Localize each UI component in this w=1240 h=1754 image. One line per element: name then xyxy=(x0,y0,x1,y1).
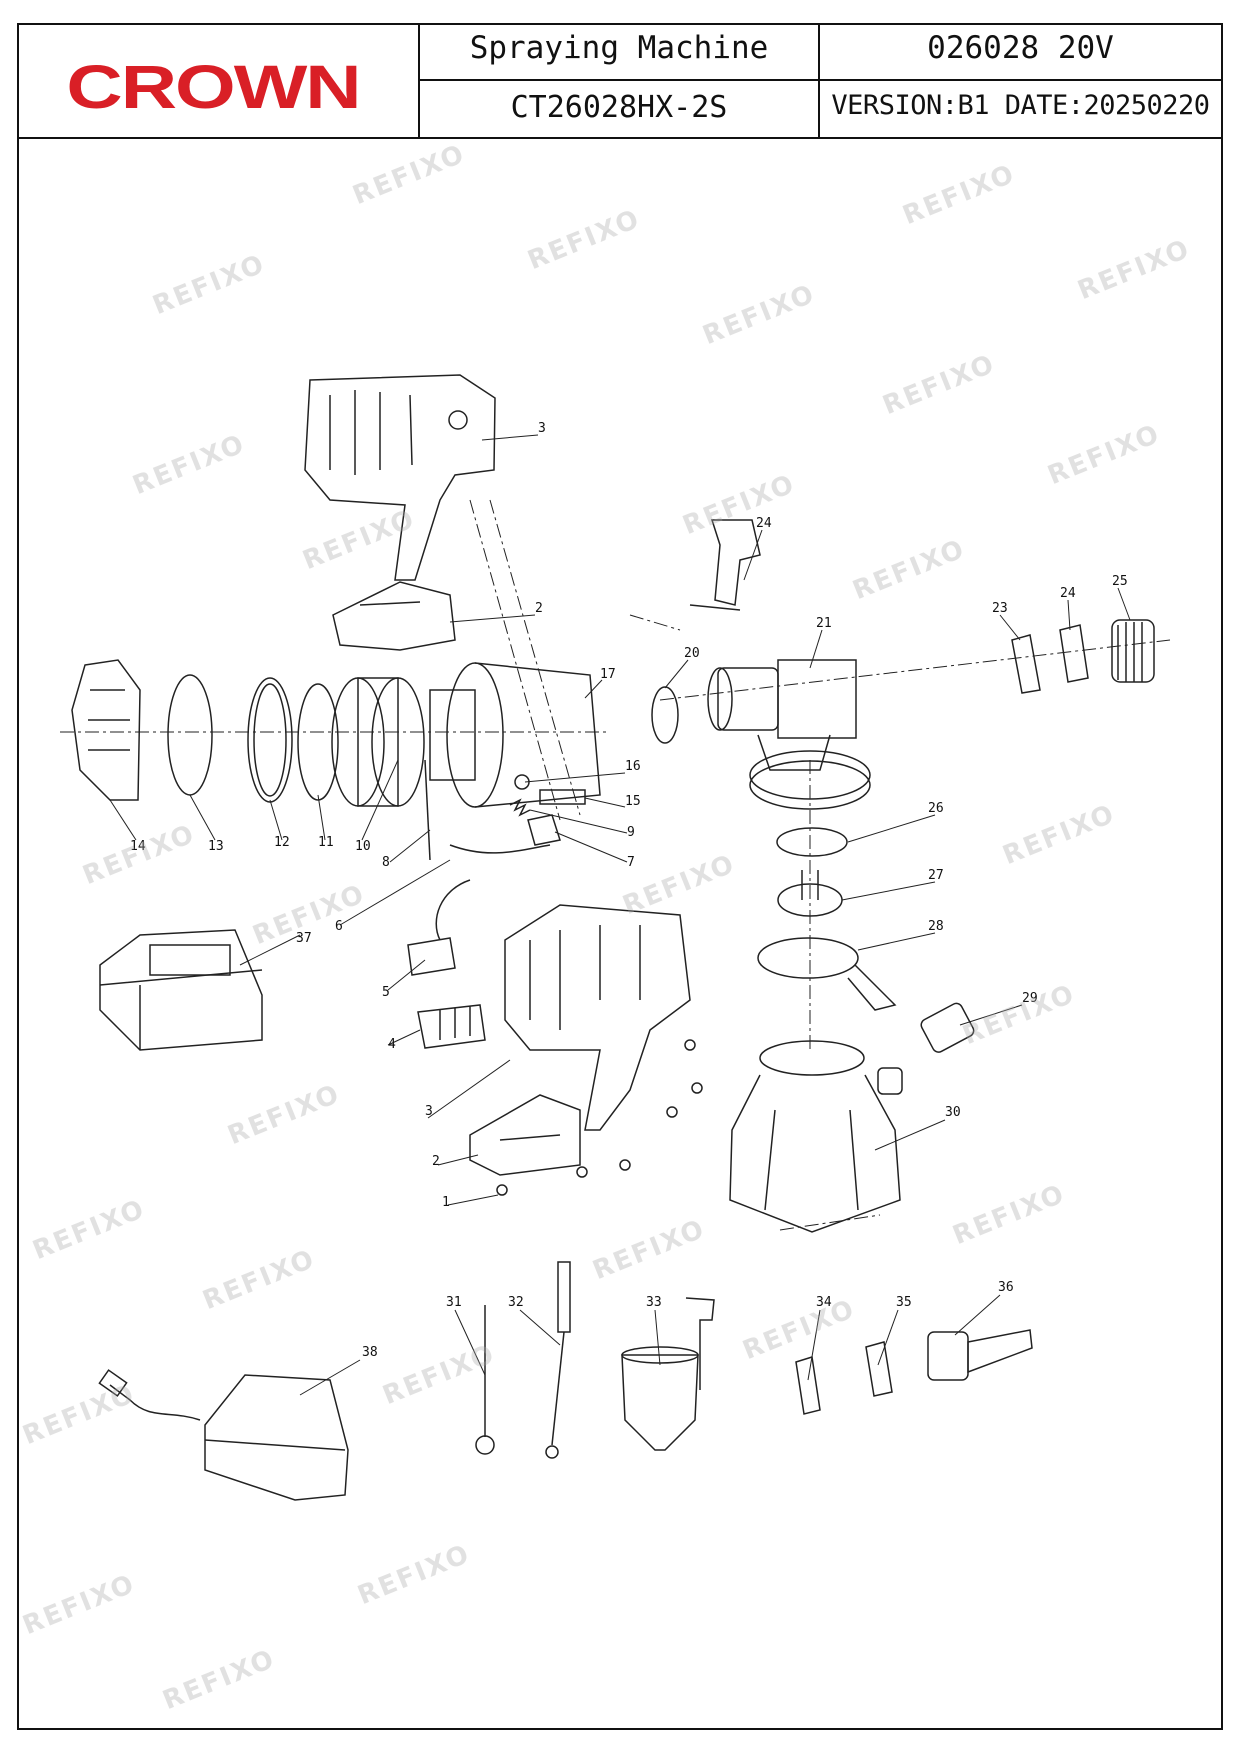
callout-21: 21 xyxy=(816,616,832,631)
seal-ring-large xyxy=(247,677,293,803)
battery-mount-lower xyxy=(469,1094,581,1176)
callout-16: 16 xyxy=(625,759,641,774)
callout-29: 29 xyxy=(1022,991,1038,1006)
wire-harness xyxy=(435,844,551,941)
callout-33: 33 xyxy=(646,1295,662,1310)
callout-17: 17 xyxy=(600,667,616,682)
callout-9: 9 xyxy=(627,825,635,840)
callout-labels: 3 2 17 16 15 9 7 8 6 5 4 3 2 1 10 11 12 … xyxy=(130,421,1128,1360)
filter-disc xyxy=(167,674,213,796)
callout-32: 32 xyxy=(508,1295,524,1310)
callout-3-lower: 3 xyxy=(425,1104,433,1119)
brand-logo: CROWN xyxy=(66,52,361,122)
callout-14: 14 xyxy=(130,839,146,854)
model-number: CT26028HX-2S xyxy=(510,90,728,125)
callout-27: 27 xyxy=(928,868,944,883)
callout-12: 12 xyxy=(274,835,290,850)
callout-38: 38 xyxy=(362,1345,378,1360)
screws xyxy=(496,1039,703,1196)
callout-8: 8 xyxy=(382,855,390,870)
leader-lines xyxy=(109,434,1131,1396)
callout-15: 15 xyxy=(625,794,641,809)
trigger-bracket xyxy=(527,814,561,846)
callout-31: 31 xyxy=(446,1295,462,1310)
callout-25: 25 xyxy=(1112,574,1128,589)
rear-cover xyxy=(71,659,141,801)
air-cap xyxy=(1059,624,1089,683)
callout-30: 30 xyxy=(945,1105,961,1120)
extension-nozzle xyxy=(927,1329,1033,1381)
valve-lever xyxy=(689,519,761,611)
battery-pack xyxy=(99,929,263,1051)
gasket-plate xyxy=(757,937,897,1011)
viscosity-cup xyxy=(621,1297,715,1451)
callout-10: 10 xyxy=(355,839,371,854)
viscosity-pin xyxy=(475,1305,495,1455)
callout-5: 5 xyxy=(382,985,390,1000)
spare-air-cap xyxy=(865,1341,893,1397)
callout-20: 20 xyxy=(684,646,700,661)
callout-1: 1 xyxy=(442,1195,450,1210)
battery-charger xyxy=(98,1369,349,1501)
spring xyxy=(509,798,531,817)
container-filter xyxy=(920,1002,975,1053)
callout-36: 36 xyxy=(998,1280,1014,1295)
switch xyxy=(539,789,586,805)
nozzle-tip xyxy=(1011,634,1041,694)
seal-o-ring xyxy=(651,686,679,744)
callout-4: 4 xyxy=(388,1037,396,1052)
callout-7: 7 xyxy=(627,855,635,870)
version-date: VERSION:B1 DATE:20250220 xyxy=(831,90,1210,121)
cleaning-brush xyxy=(545,1261,571,1459)
motor-housing xyxy=(429,662,601,808)
callout-37: 37 xyxy=(296,931,312,946)
housing-half-upper xyxy=(304,374,496,581)
callout-6: 6 xyxy=(335,919,343,934)
product-code: 026028 20V xyxy=(927,30,1114,66)
callout-23: 23 xyxy=(992,601,1008,616)
callout-26: 26 xyxy=(928,801,944,816)
terminal-block xyxy=(417,1004,486,1049)
callout-2: 2 xyxy=(535,601,543,616)
callout-2-lower: 2 xyxy=(432,1154,440,1169)
page-border xyxy=(17,23,1223,1730)
battery-mount-upper xyxy=(332,581,456,651)
callout-28: 28 xyxy=(928,919,944,934)
callout-24: 24 xyxy=(1060,586,1076,601)
fan-impeller xyxy=(331,677,425,807)
callout-3: 3 xyxy=(538,421,546,436)
pcb-plate xyxy=(407,937,456,976)
nozzle-nut xyxy=(1111,619,1155,683)
spare-nozzle-tip xyxy=(795,1356,821,1415)
callout-34: 34 xyxy=(816,1295,832,1310)
paint-container xyxy=(729,1040,903,1233)
callout-11: 11 xyxy=(318,835,334,850)
callout-13: 13 xyxy=(208,839,224,854)
assembled-housing xyxy=(504,904,691,1131)
diaphragm xyxy=(776,827,848,857)
callout-35: 35 xyxy=(896,1295,912,1310)
product-name: Spraying Machine xyxy=(469,30,769,66)
wire-lead xyxy=(424,759,431,861)
callout-22: 24 xyxy=(756,516,772,531)
pump-body xyxy=(707,659,871,810)
o-ring xyxy=(297,683,339,801)
